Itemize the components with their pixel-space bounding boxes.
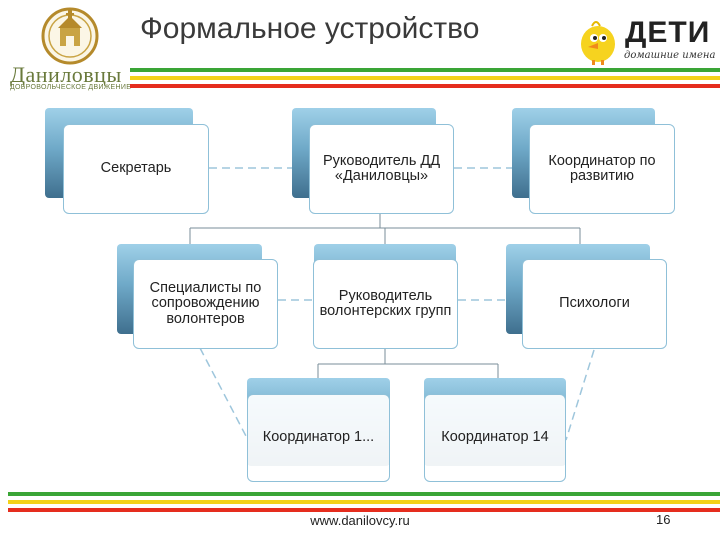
node-head: Руководитель ДД «Даниловцы» (309, 124, 454, 214)
stripe-red (130, 84, 720, 88)
footer-stripes (8, 492, 720, 512)
page-number: 16 (656, 512, 671, 527)
header-stripes (130, 68, 720, 88)
stripe-yellow (130, 76, 720, 80)
dashed-support-coord1 (199, 347, 248, 439)
stripe-green (130, 68, 720, 72)
node-group-head: Руководитель волонтерских групп (313, 259, 458, 349)
footer-website-link[interactable]: www.danilovcy.ru (310, 513, 410, 528)
dashed-psych-coord14 (565, 349, 595, 441)
node-coordinator-1: Координатор 1... (247, 394, 390, 482)
chick-mascot-icon (581, 21, 615, 65)
logo-right-name: ДЕТИ (625, 16, 711, 49)
node-dev-coordinator: Координатор по развитию (529, 124, 675, 214)
deti-logo (572, 14, 624, 66)
page-title: Формальное устройство (140, 12, 480, 45)
node-coordinator-14: Координатор 14 (424, 394, 566, 482)
node-support-specialists: Специалисты по сопровождению волонтеров (133, 259, 278, 349)
node-psychologists: Психологи (522, 259, 667, 349)
danilovtsy-logo (8, 6, 128, 96)
church-emblem-icon (41, 7, 99, 65)
logo-left-subtitle: ДОБРОВОЛЬЧЕСКОЕ ДВИЖЕНИЕ (10, 84, 132, 91)
logo-left-name: Даниловцы (10, 62, 122, 87)
logo-right-subtitle: домашние имена (624, 50, 716, 61)
node-secretary: Секретарь (63, 124, 209, 214)
